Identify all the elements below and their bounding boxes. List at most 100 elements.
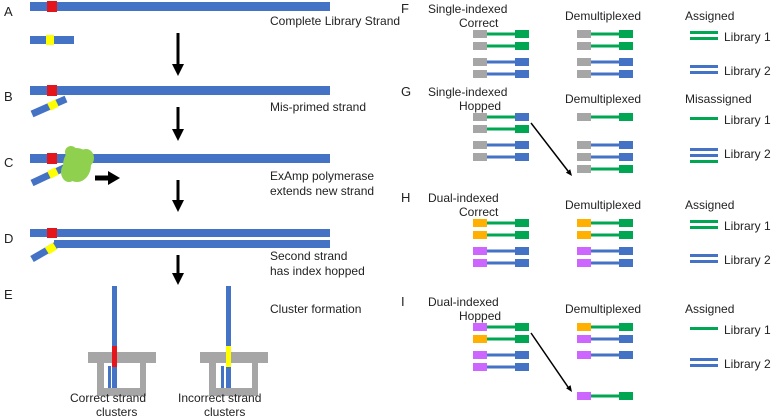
index-yellow-c xyxy=(47,167,59,179)
index-left xyxy=(577,30,591,38)
panel-letter-f: F xyxy=(401,1,409,16)
panel-letter-i: I xyxy=(401,294,405,309)
index-red-a xyxy=(47,1,57,12)
complete-library-strand xyxy=(30,2,330,11)
cluster-strand-correct xyxy=(112,286,117,346)
library-strand-d xyxy=(30,229,330,237)
output-read-3 xyxy=(577,58,633,66)
input-read-2 xyxy=(473,125,529,133)
index-right xyxy=(619,219,633,227)
label-cluster-formation: Cluster formation xyxy=(270,302,361,316)
label-correct-line2: clusters xyxy=(96,405,137,419)
index-right xyxy=(515,42,529,50)
status-label: Assigned xyxy=(685,198,734,212)
arrow-b-c-head xyxy=(172,129,184,141)
index-red-b xyxy=(47,85,57,96)
index-left xyxy=(473,125,487,133)
library1-label: Library 1 xyxy=(724,219,771,233)
index-left xyxy=(577,219,591,227)
output-read-1 xyxy=(577,30,633,38)
input-read-3 xyxy=(473,141,529,149)
output-read-4 xyxy=(577,259,633,267)
index-right xyxy=(515,70,529,78)
arrow-a-b-head xyxy=(172,64,184,76)
flowcell-well-correct xyxy=(88,352,156,396)
label-examp-line1: ExAmp polymerase xyxy=(270,169,374,183)
library2-bar xyxy=(690,358,718,361)
index-left xyxy=(577,165,591,173)
demultiplexed-label: Demultiplexed xyxy=(565,198,641,212)
index-left xyxy=(473,247,487,255)
index-left xyxy=(577,392,591,400)
hop-arrow-head xyxy=(565,169,572,176)
index-right xyxy=(619,113,633,121)
library2-label: Library 2 xyxy=(724,357,771,371)
output-read-3 xyxy=(577,247,633,255)
cluster-index-red xyxy=(112,346,117,367)
input-read-2 xyxy=(473,231,529,239)
index-right xyxy=(515,335,529,343)
label-complete-library-strand: Complete Library Strand xyxy=(270,14,400,28)
output-read-3 xyxy=(577,351,633,359)
index-right xyxy=(619,58,633,66)
panel-title-line2: Correct xyxy=(459,205,499,219)
panel-title-line1: Dual-indexed xyxy=(428,191,499,205)
input-read-1 xyxy=(473,30,529,38)
index-right xyxy=(619,70,633,78)
library2-bar xyxy=(690,154,718,157)
input-read-3 xyxy=(473,351,529,359)
cluster-strand-correct-base xyxy=(112,367,117,388)
index-right xyxy=(515,247,529,255)
input-read-3 xyxy=(473,58,529,66)
panel-letter-c: C xyxy=(4,155,13,170)
second-strand-d xyxy=(54,240,330,248)
index-left xyxy=(577,141,591,149)
index-right xyxy=(515,113,529,121)
index-right xyxy=(515,259,529,267)
demultiplexed-label: Demultiplexed xyxy=(565,9,641,23)
status-label: Assigned xyxy=(685,302,734,316)
index-left xyxy=(577,70,591,78)
index-left xyxy=(473,259,487,267)
index-left xyxy=(577,113,591,121)
index-right xyxy=(515,141,529,149)
output-read-1 xyxy=(577,113,633,121)
panel-letter-d: D xyxy=(4,231,13,246)
index-right xyxy=(619,30,633,38)
label-incorrect-line1: Incorrect strand xyxy=(178,391,261,405)
panel-letter-h: H xyxy=(401,190,410,205)
input-read-4 xyxy=(473,363,529,371)
index-left xyxy=(577,259,591,267)
extension-arrow-icon xyxy=(95,171,120,185)
index-right xyxy=(515,125,529,133)
library2-bar xyxy=(690,148,718,151)
index-yellow-primer xyxy=(46,35,54,45)
index-right xyxy=(515,363,529,371)
index-left xyxy=(577,231,591,239)
input-read-4 xyxy=(473,259,529,267)
panel-letter-a: A xyxy=(4,4,13,19)
index-left xyxy=(577,323,591,331)
label-misprimed-strand: Mis-primed strand xyxy=(270,100,366,114)
panel-letter-b: B xyxy=(4,89,13,104)
input-read-1 xyxy=(473,323,529,331)
library1-bar xyxy=(690,226,718,229)
hop-arrow xyxy=(530,332,569,388)
library2-label: Library 2 xyxy=(724,64,771,78)
library1-bar xyxy=(690,327,718,330)
library2-bar xyxy=(690,160,718,163)
index-yellow-d xyxy=(44,242,58,255)
index-left xyxy=(473,219,487,227)
index-right xyxy=(619,259,633,267)
label-second-strand-line1: Second strand xyxy=(270,249,347,263)
output-read-2 xyxy=(577,231,633,239)
demultiplexed-label: Demultiplexed xyxy=(565,302,641,316)
library2-label: Library 2 xyxy=(724,253,771,267)
cluster-index-yellow xyxy=(226,346,231,367)
